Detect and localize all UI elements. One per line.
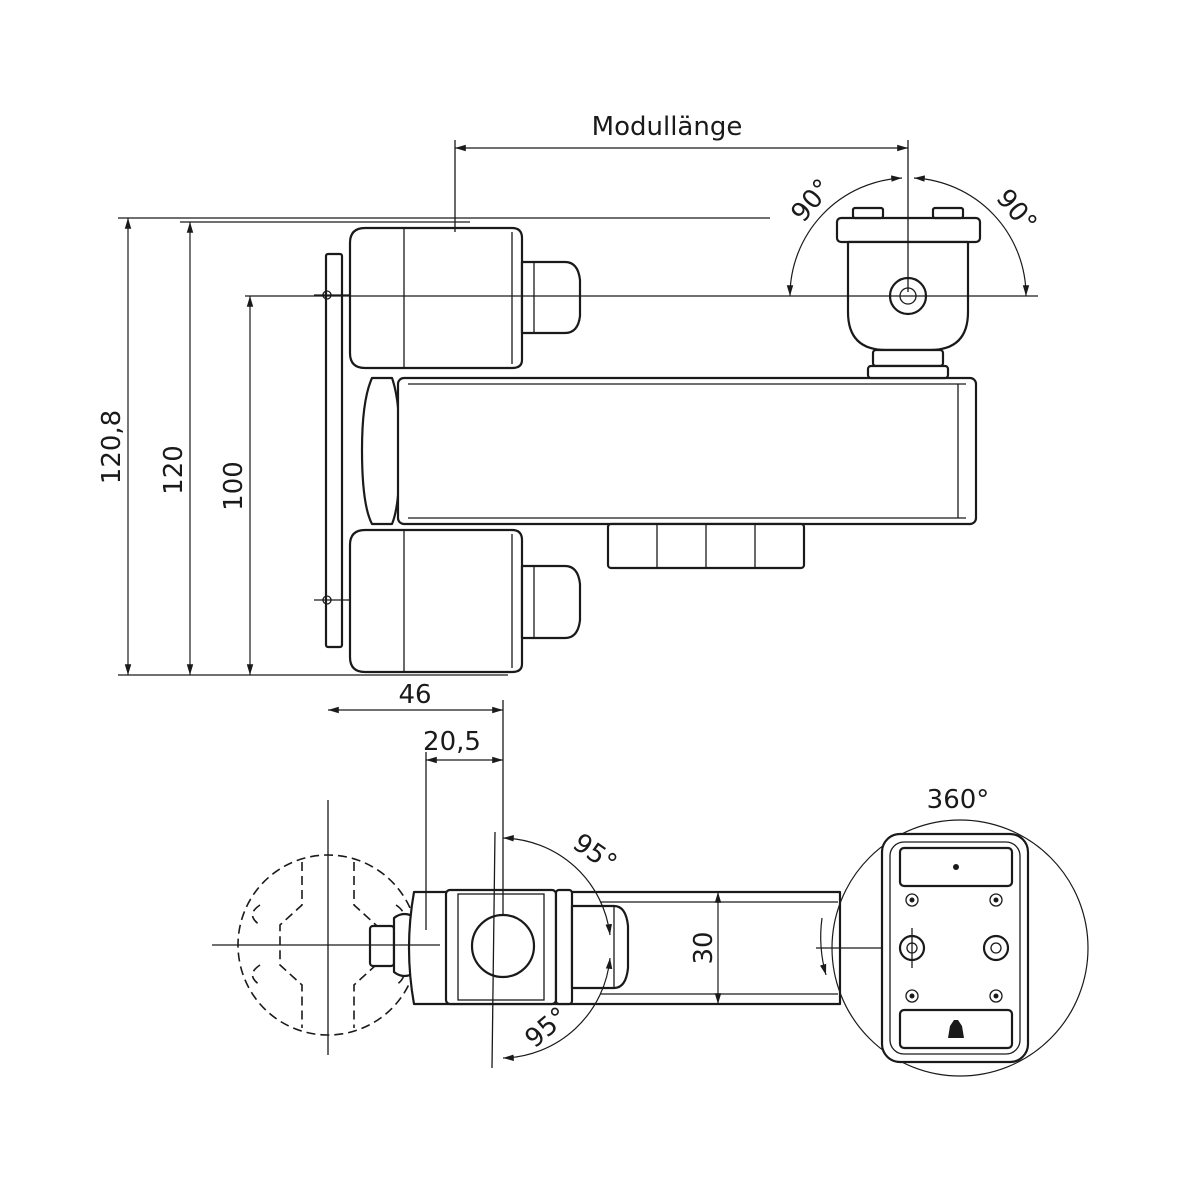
rotation-circle (819, 819, 1089, 1077)
dimension-offset: 20,5 (423, 727, 481, 757)
wall-plate (314, 252, 368, 649)
dimension-pitch: 100 (219, 461, 249, 511)
arm-top-view (360, 376, 978, 526)
lower-hinge-block (348, 528, 582, 674)
dimension-total-height: 120,8 (97, 410, 127, 484)
vesa-plate (880, 832, 1030, 1064)
side-view: 46 20,5 95° 95° 30 360° (212, 680, 1089, 1077)
swivel-angle-lower: 95° (520, 1002, 575, 1055)
dimension-width: 46 (398, 680, 431, 710)
hinge-body-side (444, 888, 630, 1006)
dimension-arm-height: 30 (689, 931, 719, 964)
dimension-height: 120 (159, 445, 189, 495)
tilt-angle-right: 90° (990, 184, 1043, 239)
upper-hinge-block (348, 226, 582, 370)
swivel-angle-upper: 95° (567, 828, 622, 879)
fastening-nuts (606, 522, 806, 570)
tilt-angle-left: 90° (786, 174, 839, 229)
rotation-label: 360° (927, 785, 990, 815)
top-view: Modullänge 90° 90° 120,8 120 100 (97, 112, 1043, 676)
module-length-label: Modullänge (592, 112, 743, 142)
